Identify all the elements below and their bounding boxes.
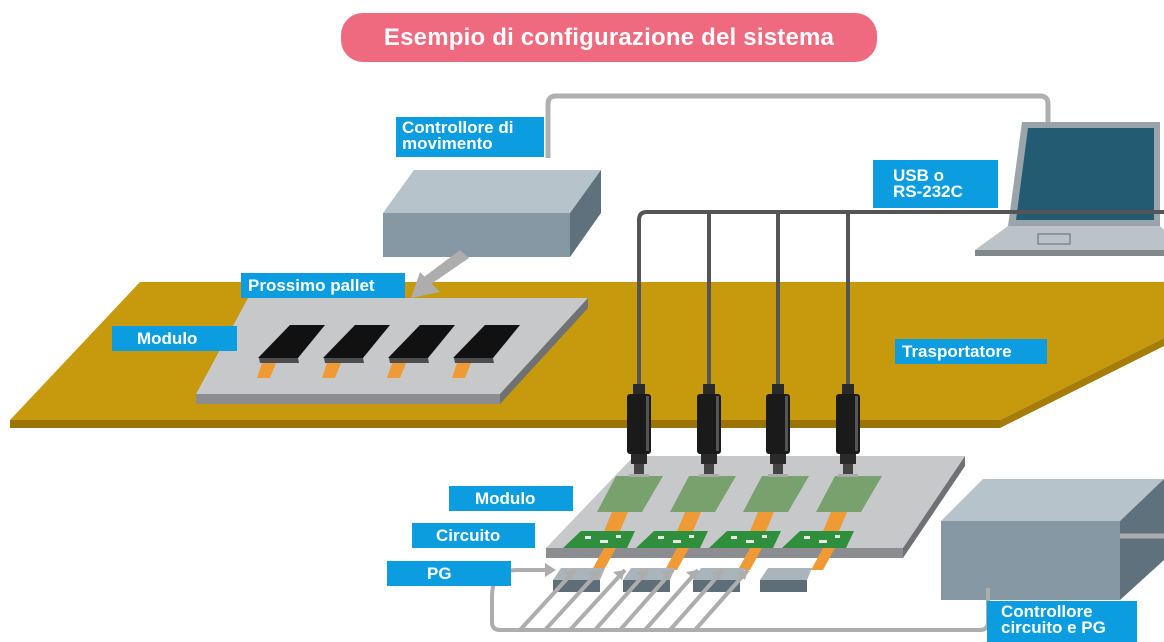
pallet-module-4 bbox=[452, 325, 520, 378]
sensor-probe-1 bbox=[627, 384, 651, 477]
stage-module-1 bbox=[597, 476, 663, 512]
stage-module-4 bbox=[816, 476, 882, 512]
circuit-pg-controller-box bbox=[941, 479, 1164, 600]
controller-cables bbox=[490, 568, 990, 632]
inspection-stage bbox=[546, 456, 965, 570]
label-next-pallet: Prossimo pallet bbox=[241, 273, 405, 298]
stage-module-3 bbox=[743, 476, 809, 512]
label-circuit: Circuito bbox=[412, 523, 535, 548]
pallet-module-3 bbox=[387, 325, 455, 378]
pallet-module-2 bbox=[322, 325, 390, 378]
sensor-probe-4 bbox=[836, 384, 860, 477]
pg-units bbox=[553, 568, 812, 592]
sensor-probes bbox=[627, 384, 860, 477]
label-module-stage: Modulo bbox=[449, 486, 573, 511]
usb-cable-bus bbox=[637, 210, 1164, 384]
next-pallet bbox=[196, 298, 588, 404]
pallet-module-1 bbox=[257, 325, 325, 378]
motion-controller-cable bbox=[545, 93, 1051, 158]
label-motion-controller: Controllore di movimento bbox=[396, 117, 544, 157]
pg-unit-4 bbox=[760, 568, 812, 592]
diagram-title: Esempio di configurazione del sistema bbox=[341, 13, 877, 62]
stage-module-2 bbox=[670, 476, 736, 512]
label-circuit-pg-controller: Controllore circuito e PG bbox=[987, 601, 1137, 642]
controller-cable-arrowheads bbox=[545, 563, 748, 580]
label-pg: PG bbox=[387, 561, 511, 586]
label-conveyor: Trasportatore bbox=[895, 339, 1047, 364]
sensor-probe-3 bbox=[766, 384, 790, 477]
label-module-pallet: Modulo bbox=[112, 326, 237, 351]
sensor-probe-2 bbox=[697, 384, 721, 477]
laptop bbox=[975, 122, 1164, 256]
motion-controller-box bbox=[383, 170, 601, 257]
label-usb-rs232c: USB o RS-232C bbox=[873, 160, 998, 208]
next-pallet-arrow bbox=[411, 250, 469, 298]
